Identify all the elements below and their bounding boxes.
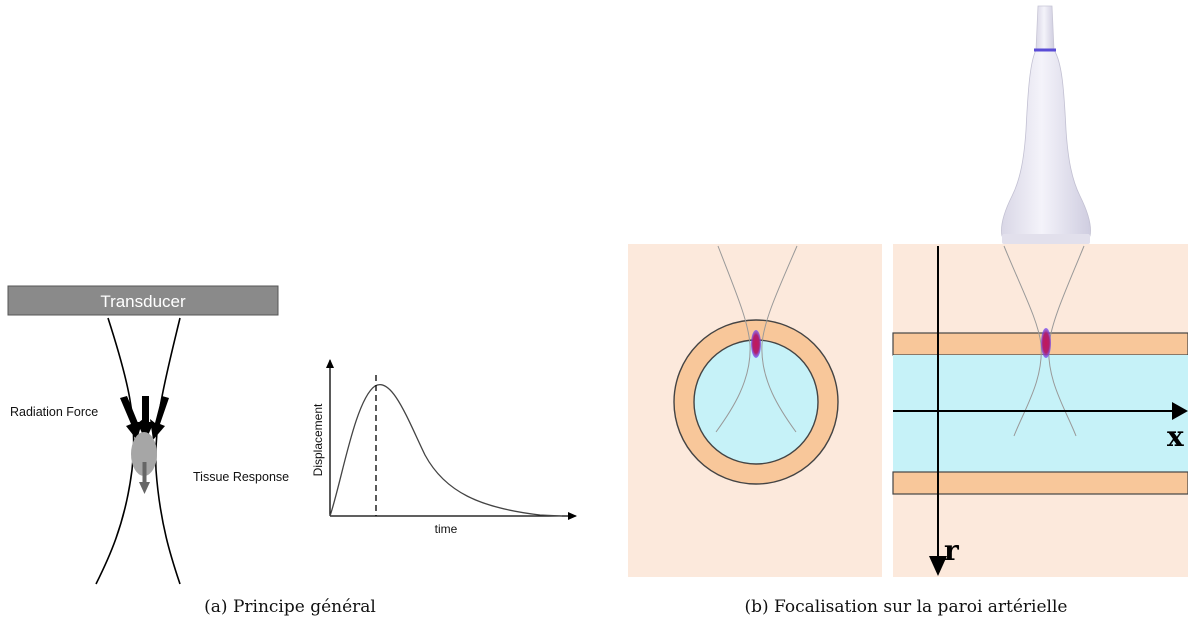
cross-section-view: [628, 244, 882, 577]
artery-lumen: [693, 339, 819, 465]
tissue-response-label: Tissue Response: [193, 470, 289, 484]
caption-a: (a) Principe général: [204, 597, 376, 617]
displacement-graph: Displacement time: [311, 359, 577, 536]
caption-b: (b) Focalisation sur la paroi artérielle: [744, 597, 1067, 617]
beam-outline: [95, 317, 181, 585]
panel-a: Transducer Radiation Force Tissue Respon…: [7, 285, 577, 617]
probe-handle: [1001, 49, 1091, 237]
beam-left-curve: [95, 317, 135, 585]
longitudinal-view: x r: [892, 244, 1188, 577]
vessel-lumen: [893, 355, 1188, 472]
force-arrow-left: [120, 396, 143, 440]
radiation-force-label: Radiation Force: [10, 405, 98, 419]
r-axis-label: r: [944, 534, 960, 567]
displacement-curve: [329, 383, 563, 517]
panel-b: x r (b) Focalisation sur la paroi artéri…: [628, 5, 1188, 617]
graph-y-label: Displacement: [311, 403, 325, 476]
transducer-probe-icon: [1001, 5, 1091, 244]
beam-right-curve: [154, 317, 181, 585]
force-arrow-center: [137, 396, 154, 441]
focal-spot-cross-section: [751, 330, 761, 358]
cross-section-beam: [715, 245, 798, 433]
transducer: Transducer: [7, 285, 279, 316]
x-axis-label: x: [1167, 420, 1184, 453]
force-arrow-right: [150, 396, 169, 440]
focal-spot-longitudinal: [1041, 328, 1051, 358]
lower-wall: [892, 471, 1188, 495]
r-axis-arrowhead: [929, 556, 947, 576]
tissue-region: [131, 432, 157, 476]
radiation-force-arrows: [120, 396, 169, 441]
probe-tip: [1035, 5, 1055, 51]
x-axis-arrowhead: [1172, 402, 1188, 420]
transducer-label: Transducer: [100, 292, 186, 311]
graph-x-label: time: [435, 522, 458, 536]
probe-face: [1002, 234, 1090, 244]
tissue-response-arrow: [139, 462, 150, 494]
transducer-bar: [7, 285, 279, 316]
